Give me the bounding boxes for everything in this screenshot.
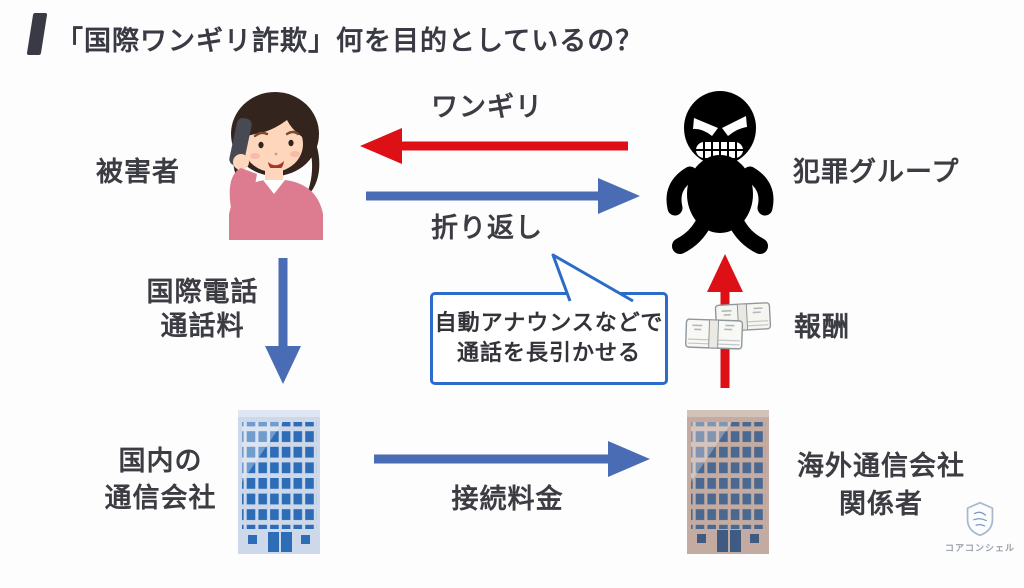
- intl-fee-label: 国際電話 通話料: [130, 276, 275, 344]
- victim-icon: [229, 92, 323, 240]
- callout-text: 自動アナウンスなどで 通話を長引かせる: [433, 295, 665, 382]
- building-overseas-icon: [687, 410, 769, 554]
- intl-fee-arrow-down-icon: [265, 258, 301, 384]
- wangiri-arrow-left-icon: [360, 128, 628, 164]
- connection-fee-label: 接続料金: [451, 484, 564, 515]
- domestic-telecom-line2: 通信会社: [104, 483, 217, 514]
- reward-label: 報酬: [794, 312, 850, 343]
- callout-line1: 自動アナウンスなどで: [434, 310, 664, 336]
- criminal-icon: [666, 91, 774, 254]
- brand-logo: コアコンシェル: [938, 500, 1022, 554]
- overseas-telecom-line2: 関係者: [839, 489, 923, 520]
- callout-line2: 通話を長引かせる: [456, 340, 641, 366]
- money-icon: [685, 302, 772, 350]
- overseas-telecom-label: 海外通信会社 関係者: [790, 448, 972, 524]
- domestic-telecom-line1: 国内の: [118, 446, 203, 477]
- connection-fee-arrow-right-icon: [374, 441, 650, 477]
- overseas-telecom-line1: 海外通信会社: [797, 451, 965, 482]
- wangiri-label: ワンギリ: [431, 92, 543, 123]
- criminal-label: 犯罪グループ: [793, 157, 960, 188]
- callout-bubble-tail: [551, 253, 634, 303]
- callback-label: 折り返し: [431, 213, 543, 244]
- victim-label: 被害者: [96, 157, 180, 188]
- building-domestic-icon: [238, 410, 320, 554]
- intl-fee-label-line1: 国際電話: [146, 277, 259, 308]
- intl-fee-label-line2: 通話料: [160, 311, 245, 342]
- brand-logo-text: コアコンシェル: [944, 544, 1015, 554]
- domestic-telecom-label: 国内の 通信会社: [88, 443, 233, 517]
- shield-logo-icon: [966, 501, 994, 537]
- callout-bubble: 自動アナウンスなどで 通話を長引かせる: [430, 292, 668, 385]
- callback-arrow-right-icon: [366, 178, 640, 214]
- page-title: 「国際ワンギリ詐欺」何を目的としているの？: [56, 26, 644, 57]
- title-accent-bar: [26, 13, 48, 55]
